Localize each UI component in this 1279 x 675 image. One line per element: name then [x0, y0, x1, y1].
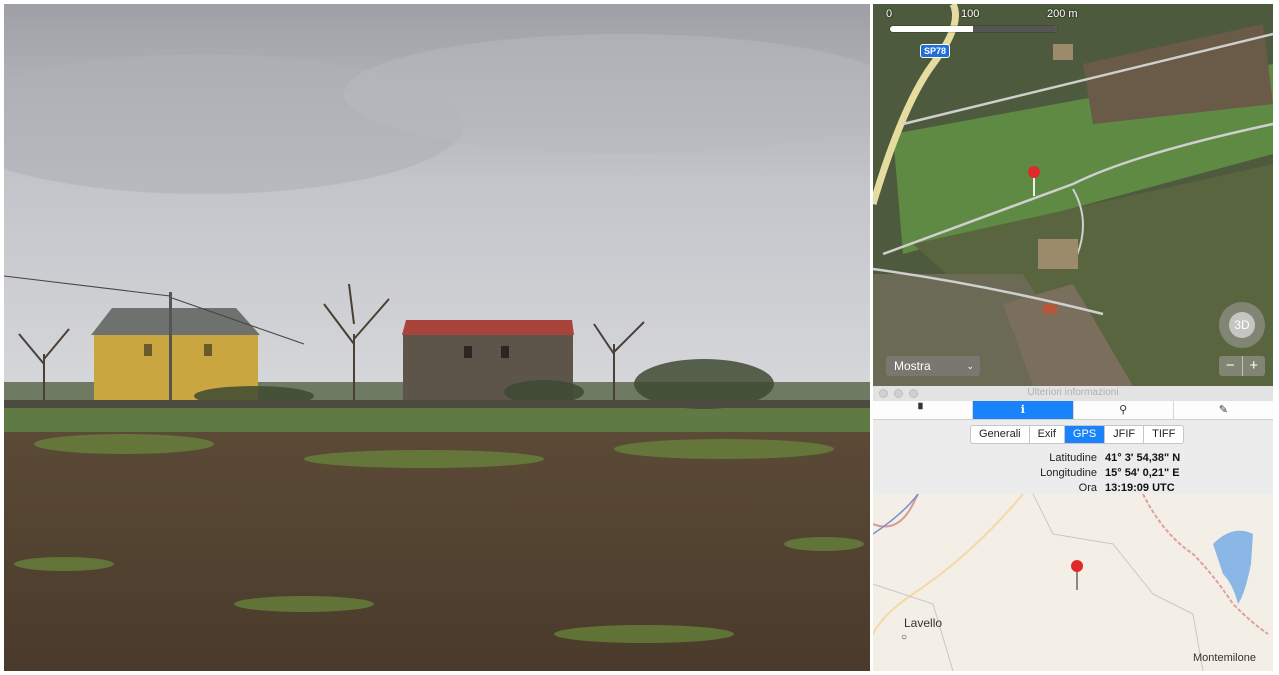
town-label-montemilone: Montemilone [1193, 652, 1256, 664]
gps-value: 13:19:09 UTC [1105, 482, 1175, 494]
document-icon[interactable]: ▘ [873, 401, 974, 419]
scale-label-100: 100 [961, 8, 980, 20]
town-label-lavello: Lavello [904, 616, 943, 630]
satellite-map[interactable]: 0 100 200 m SP78 3D − + Mostra ⌄ [873, 4, 1273, 386]
segment-tiff[interactable]: TIFF [1152, 428, 1176, 440]
gps-row-latitude: Latitudine 41° 3' 54,38" N [873, 452, 1273, 467]
metadata-segments: Generali Exif GPS JFIF TIFF [970, 425, 1185, 444]
inspector-titlebar: Ulteriori informazioni [873, 386, 1273, 401]
segment-exif[interactable]: Exif [1030, 426, 1065, 443]
gps-value: 15° 54' 0,21" E [1105, 467, 1180, 479]
map-mode-label: Mostra [894, 359, 931, 373]
location-pin-icon [1071, 560, 1083, 590]
scale-bar [890, 26, 1057, 32]
location-pin-icon [1028, 166, 1040, 196]
gps-info: Latitudine 41° 3' 54,38" N Longitudine 1… [873, 452, 1273, 497]
zoom-out-button[interactable]: − [1225, 357, 1235, 374]
map-mode-select[interactable]: Mostra ⌄ [886, 356, 980, 376]
pencil-icon[interactable]: ✎ [1218, 404, 1228, 416]
zoom-control: − + [1219, 356, 1265, 376]
gps-key: Ora [1078, 482, 1097, 494]
segment-jfif[interactable]: JFIF [1105, 426, 1145, 443]
gps-row-longitude: Longitudine 15° 54' 0,21" E [873, 467, 1273, 482]
info-icon[interactable]: ℹ [973, 401, 1074, 419]
scale-label-200: 200 m [1047, 8, 1078, 20]
town-dot: ○ [901, 632, 908, 643]
landscape-photo [4, 4, 870, 671]
minimize-icon[interactable] [894, 389, 903, 398]
segment-generali[interactable]: Generali [971, 426, 1030, 443]
gps-row-time: Ora 13:19:09 UTC [873, 482, 1273, 497]
inspector-title: Ulteriori informazioni [1027, 387, 1119, 398]
scale-label-0: 0 [886, 8, 893, 20]
gps-key: Latitudine [1049, 452, 1097, 464]
inspector-panel: Ulteriori informazioni ▘ ℹ ⚲ ✎ Generali … [873, 386, 1273, 671]
search-icon[interactable]: ⚲ [1074, 401, 1174, 419]
close-icon[interactable] [879, 389, 888, 398]
chevron-down-icon: ⌄ [966, 361, 974, 371]
compass-3d-button[interactable]: 3D [1219, 302, 1265, 348]
gps-key: Longitudine [1040, 467, 1097, 479]
compass-3d-label: 3D [1229, 312, 1255, 338]
inspector-tabs: ▘ ℹ ⚲ ✎ [873, 401, 1273, 420]
location-map[interactable]: Lavello ○ Montemilone [873, 494, 1273, 671]
gps-value: 41° 3' 54,38" N [1105, 452, 1181, 464]
segment-gps[interactable]: GPS [1064, 426, 1106, 443]
road-shield: SP78 [920, 44, 951, 58]
zoom-window-icon[interactable] [909, 389, 918, 398]
zoom-in-button[interactable]: + [1241, 356, 1266, 376]
